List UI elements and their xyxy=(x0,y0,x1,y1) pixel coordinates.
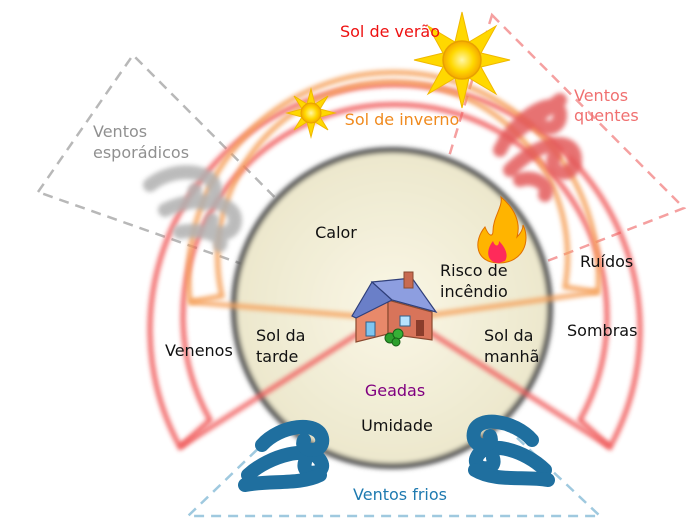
fire-icon xyxy=(477,195,527,264)
label-ruidos: Ruídos xyxy=(580,252,633,271)
hot-wind-icon xyxy=(493,93,583,202)
label-ventos-esporadicos: Ventos esporádicos xyxy=(93,122,189,162)
label-geadas: Geadas xyxy=(365,381,425,400)
label-risco-incendio: Risco de incêndio xyxy=(440,261,513,301)
label-umidade: Umidade xyxy=(361,416,433,435)
label-calor: Calor xyxy=(315,223,357,242)
label-sol-inverno: Sol de inverno xyxy=(345,110,460,129)
summer-sun-arc xyxy=(147,82,643,451)
sector-lines xyxy=(178,289,612,450)
label-sol-verao: Sol de verão xyxy=(340,22,440,41)
label-sombras: Sombras xyxy=(567,321,637,340)
winter-sun-icon xyxy=(285,87,337,139)
label-venenos: Venenos xyxy=(165,341,233,360)
cold-wind-right-icon xyxy=(466,414,555,487)
label-sol-manha: Sol da manhã xyxy=(484,326,539,366)
label-ventos-frios: Ventos frios xyxy=(353,485,447,504)
label-ventos-quentes: Ventos quentes xyxy=(574,86,639,125)
sporadic-wind-icon xyxy=(143,165,243,252)
winter-sun-arc xyxy=(186,69,602,305)
summer-sun-icon xyxy=(413,11,511,109)
house-icon xyxy=(351,271,438,347)
label-sol-tarde: Sol da tarde xyxy=(256,326,311,366)
cold-wind-left-icon xyxy=(238,419,330,492)
